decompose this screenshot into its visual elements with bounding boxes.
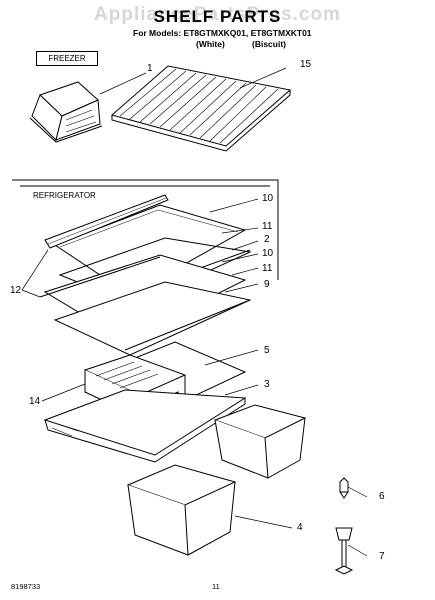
leveling-leg [334,527,354,575]
callout-3: 3 [264,379,270,390]
door-bin-upper [213,404,307,479]
page-number: 11 [212,582,220,591]
door-bin-lower [126,464,237,556]
callout-4: 4 [297,522,303,533]
refrigerator-frame [12,179,279,280]
leveling-screw [339,477,349,499]
top-glass-shelf [44,194,247,296]
callout-11: 11 [262,221,273,232]
models-line: For Models: ET8GTMXKQ01, ET8GTMXKT01 [133,28,312,38]
callout-10: 10 [262,193,274,204]
document-number: 8198733 [11,582,41,591]
callout-6: 6 [379,491,385,502]
callout-9: 9 [264,279,270,290]
callout-12: 12 [10,285,22,296]
freezer-section-label: FREEZER [36,51,98,66]
variant-white: (White) [196,39,225,49]
callout-2: 2 [264,234,270,245]
page-title: SHELF PARTS [153,7,282,26]
watermark: AppliancePartsPros.com [94,4,341,25]
callout-10-lower: 10 [262,248,274,259]
refrigerator-section-label: REFRIGERATOR [33,191,96,200]
callout-14: 14 [29,396,41,407]
freezer-basket [29,81,103,143]
callout-7: 7 [379,551,385,562]
leader-lines [21,67,368,557]
freezer-wire-shelf [110,65,292,152]
callout-1: 1 [147,63,153,74]
callout-11-lower: 11 [262,263,273,274]
variant-biscuit: (Biscuit) [252,39,286,49]
callout-5: 5 [264,345,270,356]
second-glass-shelf [39,254,252,356]
callout-15: 15 [300,59,312,70]
crisper-frame [43,389,247,463]
